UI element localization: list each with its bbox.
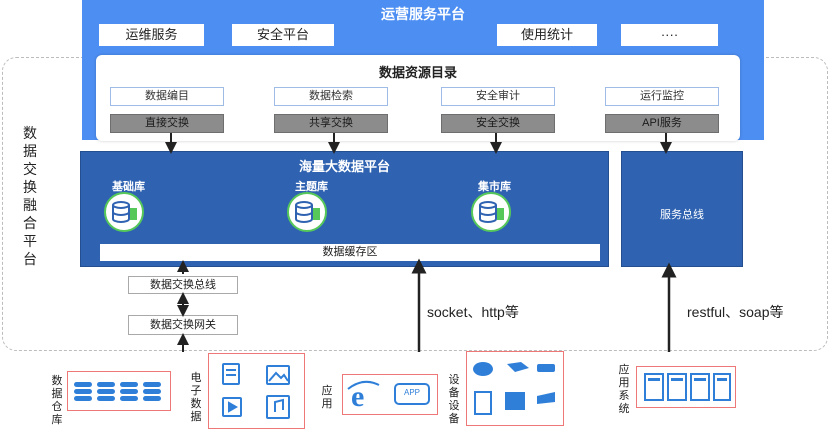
catalog-item-monitor[interactable]: 运行监控 — [605, 87, 719, 106]
device-icons — [473, 362, 555, 415]
exchange-direct[interactable]: 直接交换 — [110, 114, 224, 133]
side-title: 数据交换融合平台 — [23, 125, 37, 267]
warehouse-box — [67, 371, 171, 411]
service-bus-label: 服务总线 — [660, 209, 704, 221]
app-ie-icon: e — [347, 380, 430, 413]
app-label: 应用 — [321, 385, 333, 410]
socket-protocol-label: socket、http等 — [427, 304, 519, 320]
data-cache-zone: 数据缓存区 — [100, 244, 600, 261]
restful-protocol-label: restful、soap等 — [687, 304, 784, 320]
exchange-shared[interactable]: 共享交换 — [274, 114, 388, 133]
usage-stats-button[interactable]: 使用统计 — [497, 24, 597, 46]
system-label: 应用系统 — [618, 364, 630, 415]
device-label: 设备设备 — [448, 374, 460, 425]
catalog-item-audit[interactable]: 安全审计 — [441, 87, 555, 106]
theme-lib-label: 主题库 — [295, 181, 328, 193]
mart-lib-database-icon — [471, 192, 511, 232]
app-box: e APP — [342, 374, 438, 415]
catalog-item-search[interactable]: 数据检索 — [274, 87, 388, 106]
security-platform-button[interactable]: 安全平台 — [232, 24, 334, 46]
catalog-title: 数据资源目录 — [378, 65, 457, 80]
base-lib-database-icon — [104, 192, 144, 232]
service-bus — [621, 151, 743, 267]
device-box — [466, 351, 564, 426]
edata-file-icons — [222, 363, 290, 419]
app-badge-text: APP — [403, 388, 420, 397]
theme-lib-database-icon — [287, 192, 327, 232]
exchange-secure[interactable]: 安全交换 — [441, 114, 555, 133]
edata-box — [208, 353, 305, 429]
bigdata-platform-title: 海量大数据平台 — [298, 159, 390, 174]
catalog-item-cataloging[interactable]: 数据编目 — [110, 87, 224, 106]
operations-platform-title: 运营服务平台 — [381, 6, 465, 22]
edata-label: 电子数据 — [190, 372, 202, 423]
warehouse-disks-icon — [74, 382, 161, 401]
mart-lib-label: 集市库 — [478, 181, 511, 193]
more-button[interactable]: ···· — [621, 24, 718, 46]
system-box — [636, 366, 736, 408]
ops-service-button[interactable]: 运维服务 — [99, 24, 204, 46]
exchange-api[interactable]: API服务 — [605, 114, 719, 133]
server-icons — [644, 373, 731, 401]
base-lib-label: 基础库 — [112, 181, 145, 193]
warehouse-label: 数据仓库 — [51, 375, 63, 426]
svg-text:e: e — [351, 380, 364, 413]
